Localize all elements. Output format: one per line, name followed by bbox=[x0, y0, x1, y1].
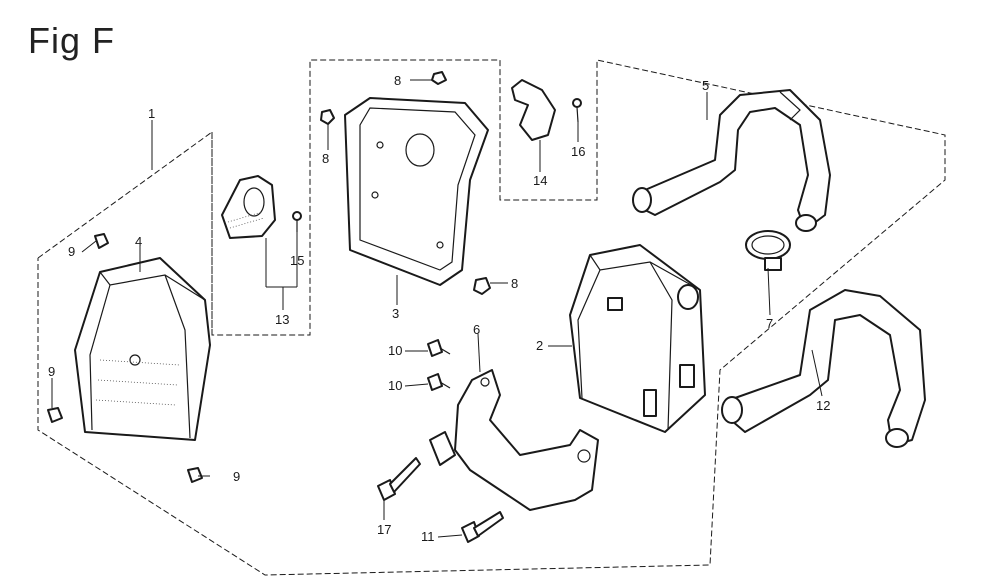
callout-9-left: 9 bbox=[48, 364, 55, 379]
callout-1: 1 bbox=[148, 106, 155, 121]
screw-15-part bbox=[292, 211, 302, 232]
callout-11: 11 bbox=[421, 529, 435, 544]
callout-17: 17 bbox=[377, 522, 391, 537]
callout-8-left: 8 bbox=[322, 151, 329, 166]
bolt-9-left-part bbox=[47, 407, 63, 423]
exhaust-pipe-lower-part bbox=[721, 289, 926, 448]
bolt-8-top-part bbox=[431, 71, 447, 85]
callout-8-top: 8 bbox=[394, 73, 401, 88]
exhaust-gasket-part bbox=[221, 175, 276, 239]
bolt-8-right-part bbox=[473, 277, 491, 295]
callout-4: 4 bbox=[135, 234, 142, 249]
bolt-10-upper-part bbox=[427, 339, 451, 357]
bolt-9-upper-part bbox=[94, 233, 109, 249]
leader-lines bbox=[51, 79, 823, 538]
screw-16-part bbox=[572, 98, 582, 123]
callout-9-lower: 9 bbox=[233, 469, 240, 484]
exhaust-pipe-upper-part bbox=[632, 89, 831, 232]
muffler-cover-part bbox=[74, 257, 211, 441]
muffler-stay-part bbox=[429, 369, 599, 511]
callout-8-right: 8 bbox=[511, 276, 518, 291]
bolt-9-lower-part bbox=[187, 467, 203, 483]
callout-5: 5 bbox=[702, 78, 709, 93]
bolt-11-part bbox=[461, 511, 504, 543]
muffler-part bbox=[569, 244, 706, 433]
callout-15: 15 bbox=[290, 253, 304, 268]
pipe-clamp-part bbox=[745, 230, 791, 271]
bolt-10-lower-part bbox=[427, 373, 451, 391]
callout-14: 14 bbox=[533, 173, 547, 188]
frame-muffler-assembly bbox=[37, 59, 946, 576]
callout-2: 2 bbox=[536, 338, 543, 353]
callout-10-lower: 10 bbox=[388, 378, 402, 393]
figure-title: Fig F bbox=[28, 20, 116, 61]
callout-12: 12 bbox=[816, 398, 830, 413]
bolt-17-part bbox=[377, 457, 421, 501]
callout-9-upper: 9 bbox=[68, 244, 75, 259]
callout-10-upper: 10 bbox=[388, 343, 402, 358]
muffler-protector-part bbox=[344, 97, 489, 286]
callout-13: 13 bbox=[275, 312, 289, 327]
callout-6: 6 bbox=[473, 322, 480, 337]
callout-16: 16 bbox=[571, 144, 585, 159]
exhaust-clamp-part bbox=[511, 79, 556, 141]
bolt-8-left-part bbox=[320, 109, 335, 125]
callout-7: 7 bbox=[766, 316, 773, 331]
callout-3: 3 bbox=[392, 306, 399, 321]
